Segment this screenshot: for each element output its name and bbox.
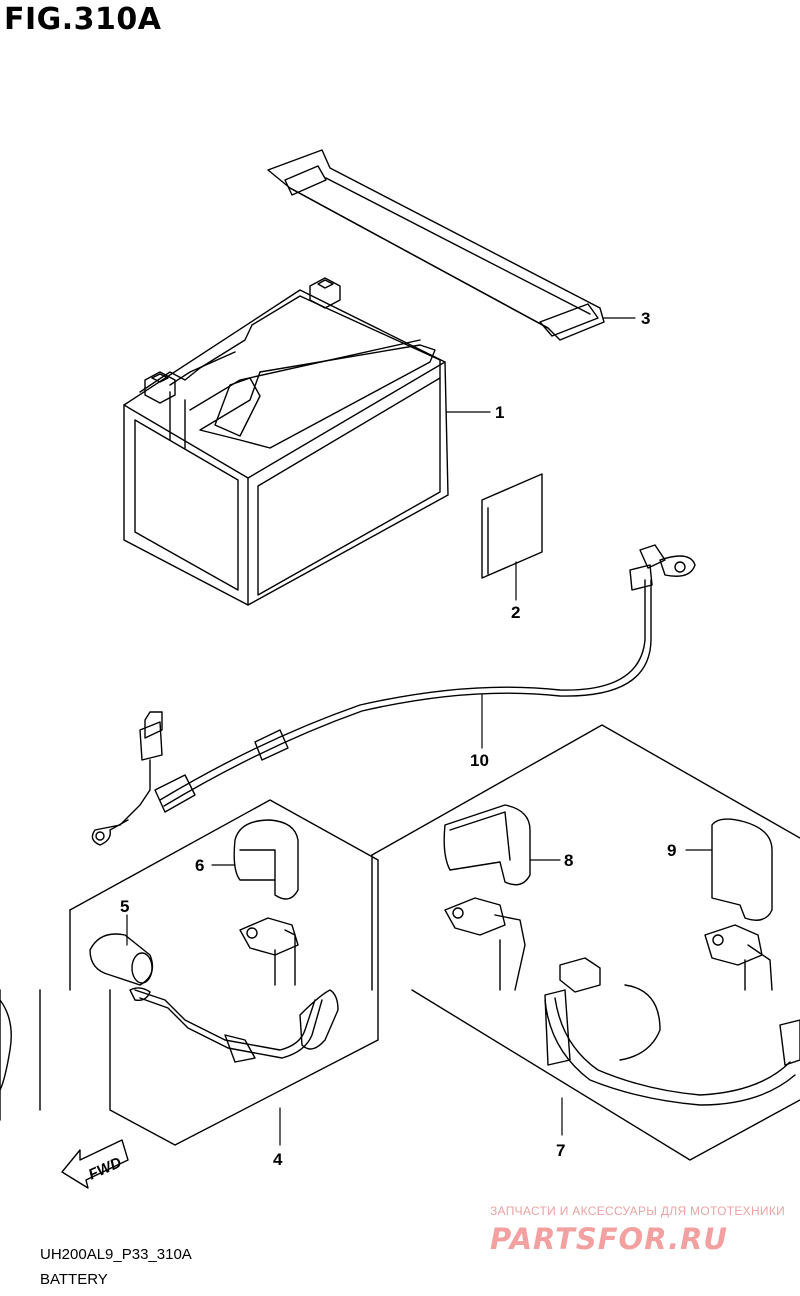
cable-assembly-left-group [0,799,379,1146]
figure-name: BATTERY [40,1271,108,1288]
lead-wire[interactable] [91,544,696,846]
callout-3: 3 [641,309,650,328]
callout-labels: 1 2 3 4 5 6 7 8 9 10 [120,309,676,1169]
watermark-brand: PARTSFOR.RU [490,1222,728,1256]
cable-assembly-right[interactable] [544,957,800,1106]
callout-5: 5 [120,897,129,916]
figure-title: FIG.310A [4,2,162,37]
battery-label-pad[interactable] [481,473,543,579]
terminal-clamp-left[interactable] [239,917,299,986]
terminal-cover-8[interactable] [443,804,531,886]
callout-1: 1 [495,403,504,422]
battery[interactable] [123,277,449,606]
watermark-tagline: ЗАПЧАСТИ И АКСЕССУАРЫ ДЛЯ МОТОТЕХНИКИ [490,1204,786,1218]
cable-assembly-right-group [371,724,800,1161]
terminal-clamp-8[interactable] [444,897,526,991]
leader-lines [126,317,713,1146]
callout-2: 2 [511,603,520,622]
callout-10: 10 [470,751,489,770]
model-code: UH200AL9_P33_310A [40,1246,192,1263]
terminal-cover-9[interactable] [711,818,773,921]
terminal-clamp-9[interactable] [704,924,773,991]
fwd-direction-arrow: FWD [61,1139,129,1189]
battery-strap[interactable] [267,149,605,341]
terminal-boot[interactable] [89,933,154,986]
callout-8: 8 [564,851,573,870]
terminal-cover-left[interactable] [233,819,299,900]
callout-7: 7 [556,1141,565,1160]
callout-6: 6 [195,856,204,875]
callout-4: 4 [273,1150,283,1169]
cable-assembly-left[interactable] [129,987,339,1063]
callout-9: 9 [667,841,676,860]
